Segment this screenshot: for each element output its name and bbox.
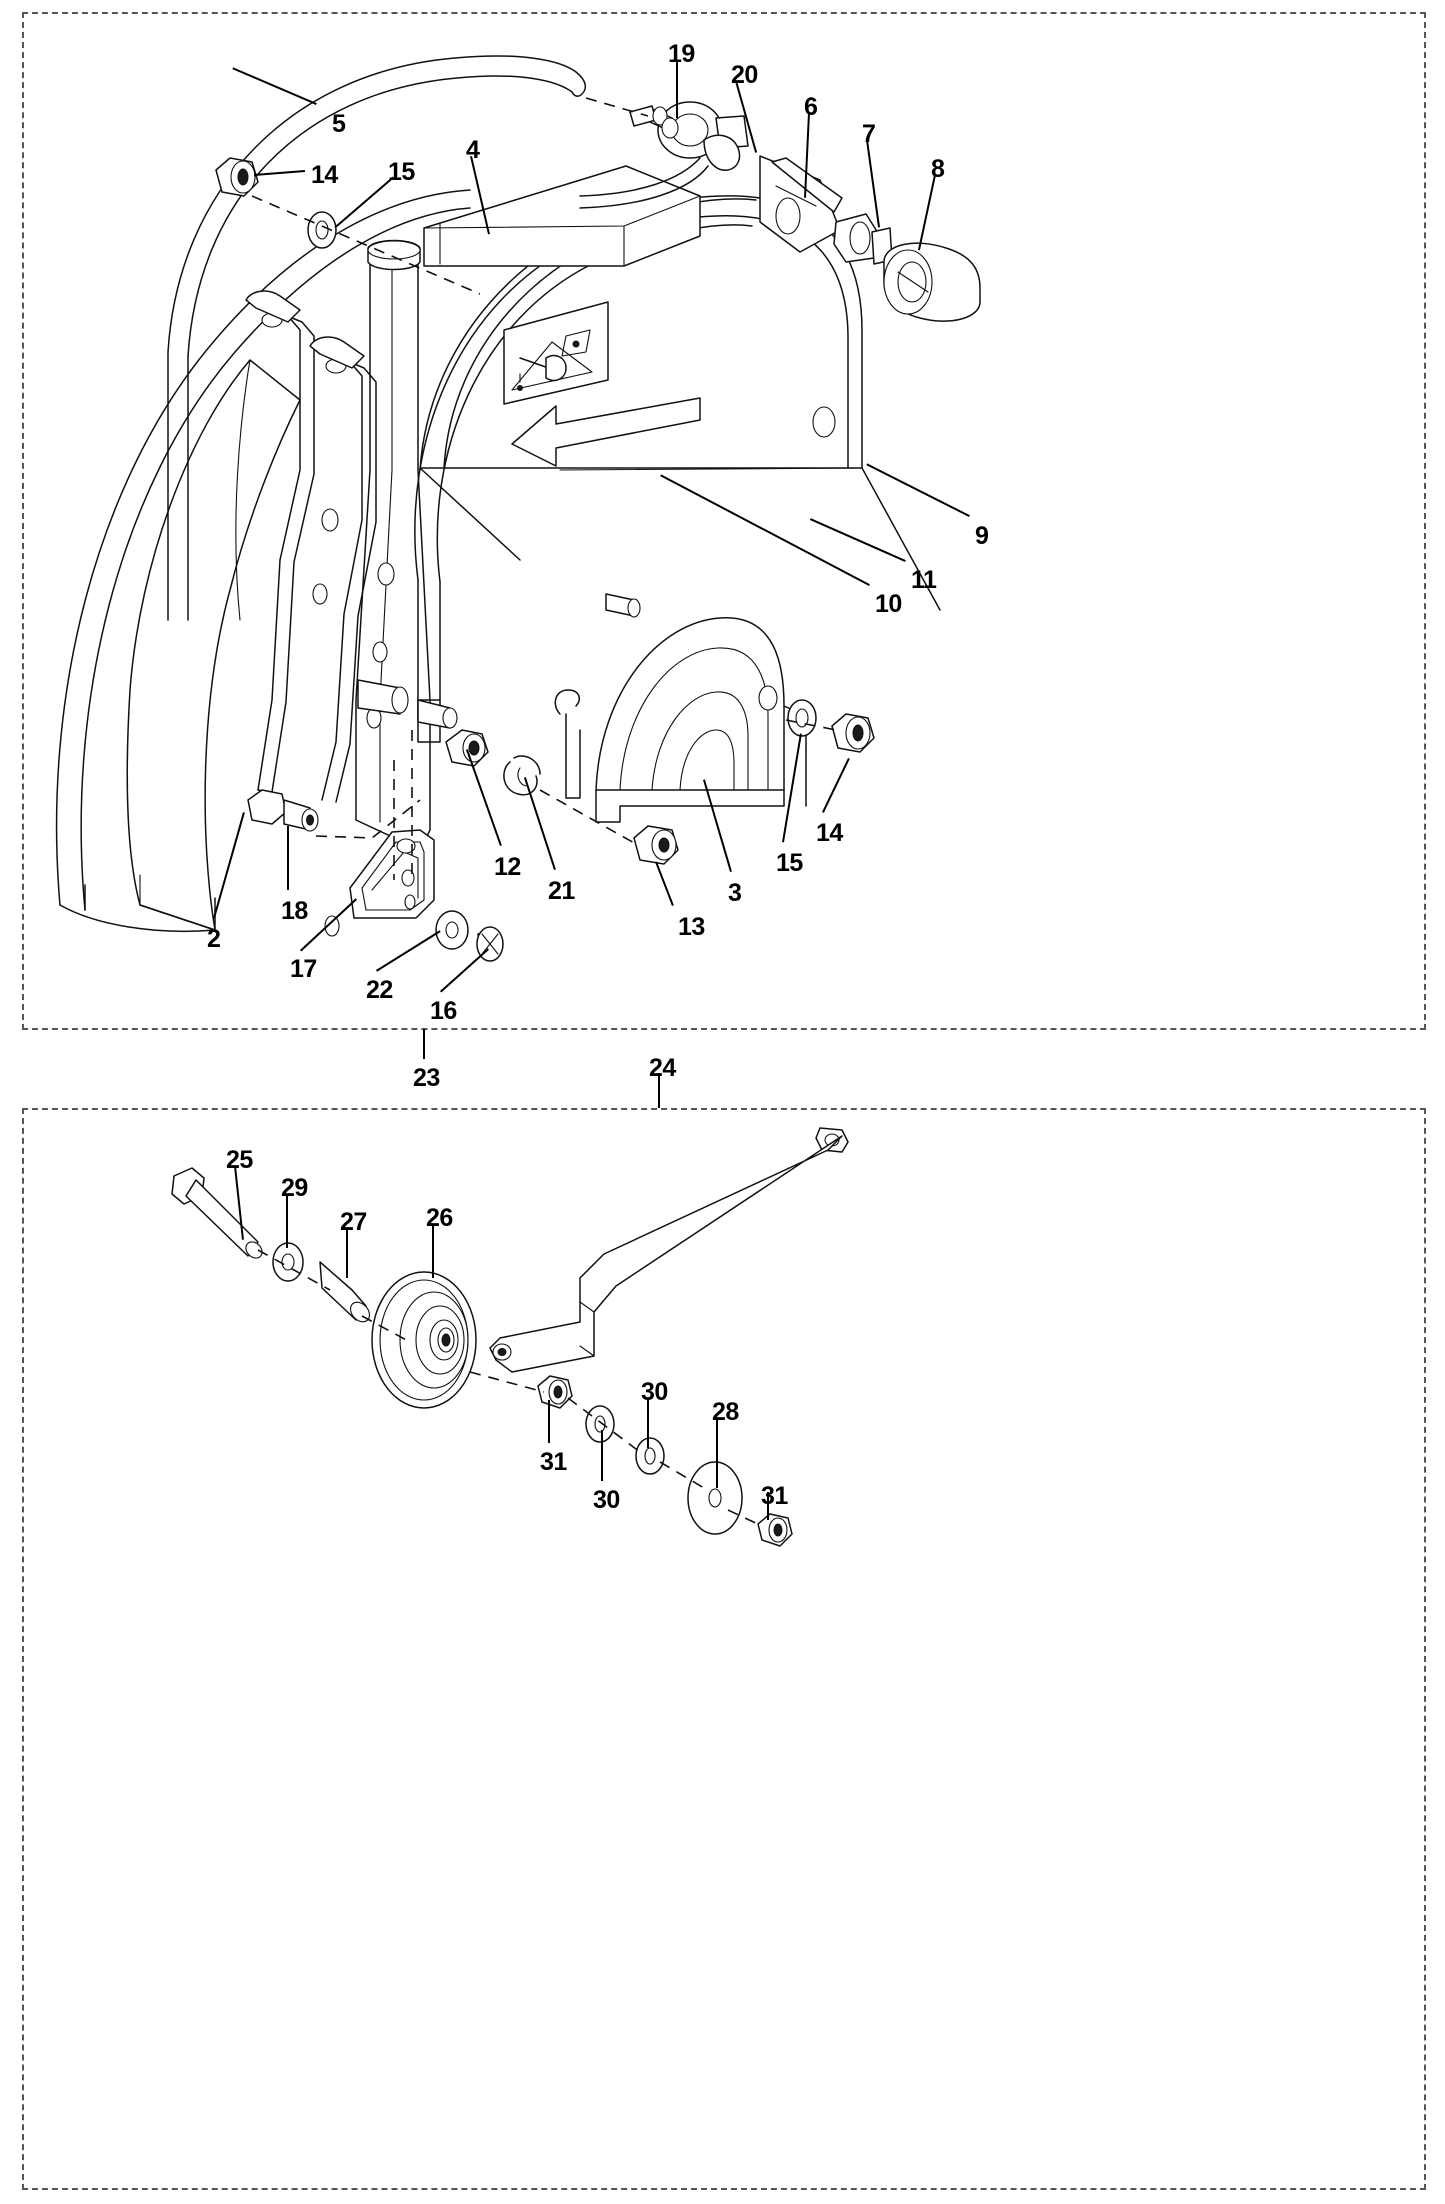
callout-number-14: 14: [311, 161, 338, 189]
leader-line-23: [423, 1029, 425, 1059]
callout-number-8: 8: [931, 155, 945, 183]
callout-number-3: 3: [728, 879, 742, 907]
callout-number-27: 27: [340, 1208, 367, 1236]
callout-number-16: 16: [430, 997, 457, 1025]
callout-number-24: 24: [649, 1054, 676, 1082]
leader-line-26: [432, 1224, 434, 1278]
callout-number-31: 31: [761, 1482, 788, 1510]
callout-number-21: 21: [548, 877, 575, 905]
callout-number-23: 23: [413, 1064, 440, 1092]
callout-number-15: 15: [776, 849, 803, 877]
callout-number-17: 17: [290, 955, 317, 983]
callout-number-25: 25: [226, 1146, 253, 1174]
leader-line-30: [601, 1430, 603, 1481]
callout-number-28: 28: [712, 1398, 739, 1426]
callout-number-10: 10: [875, 590, 902, 618]
callout-number-9: 9: [975, 522, 989, 550]
callout-number-7: 7: [862, 120, 876, 148]
callout-number-12: 12: [494, 853, 521, 881]
callout-number-30: 30: [593, 1486, 620, 1514]
section-frame-bottom: [22, 1108, 1426, 2190]
callout-number-26: 26: [426, 1204, 453, 1232]
callout-number-11: 11: [911, 566, 937, 594]
leader-line-18: [287, 826, 289, 890]
callout-number-15: 15: [388, 158, 415, 186]
leader-line-19: [676, 60, 678, 118]
callout-number-4: 4: [466, 136, 480, 164]
callout-number-13: 13: [678, 913, 705, 941]
callout-number-2: 2: [207, 925, 221, 953]
callout-number-6: 6: [804, 93, 818, 121]
callout-number-5: 5: [332, 110, 346, 138]
callout-number-31: 31: [540, 1448, 567, 1476]
callout-number-30: 30: [641, 1378, 668, 1406]
callout-number-22: 22: [366, 976, 393, 1004]
leader-line-29: [286, 1194, 288, 1248]
callout-number-29: 29: [281, 1174, 308, 1202]
leader-line-28: [716, 1418, 718, 1488]
callout-number-19: 19: [668, 40, 695, 68]
callout-number-18: 18: [281, 897, 308, 925]
section-frame-top: [22, 12, 1426, 1030]
leader-line-31: [548, 1400, 550, 1443]
callout-number-14: 14: [816, 819, 843, 847]
callout-number-20: 20: [731, 61, 758, 89]
